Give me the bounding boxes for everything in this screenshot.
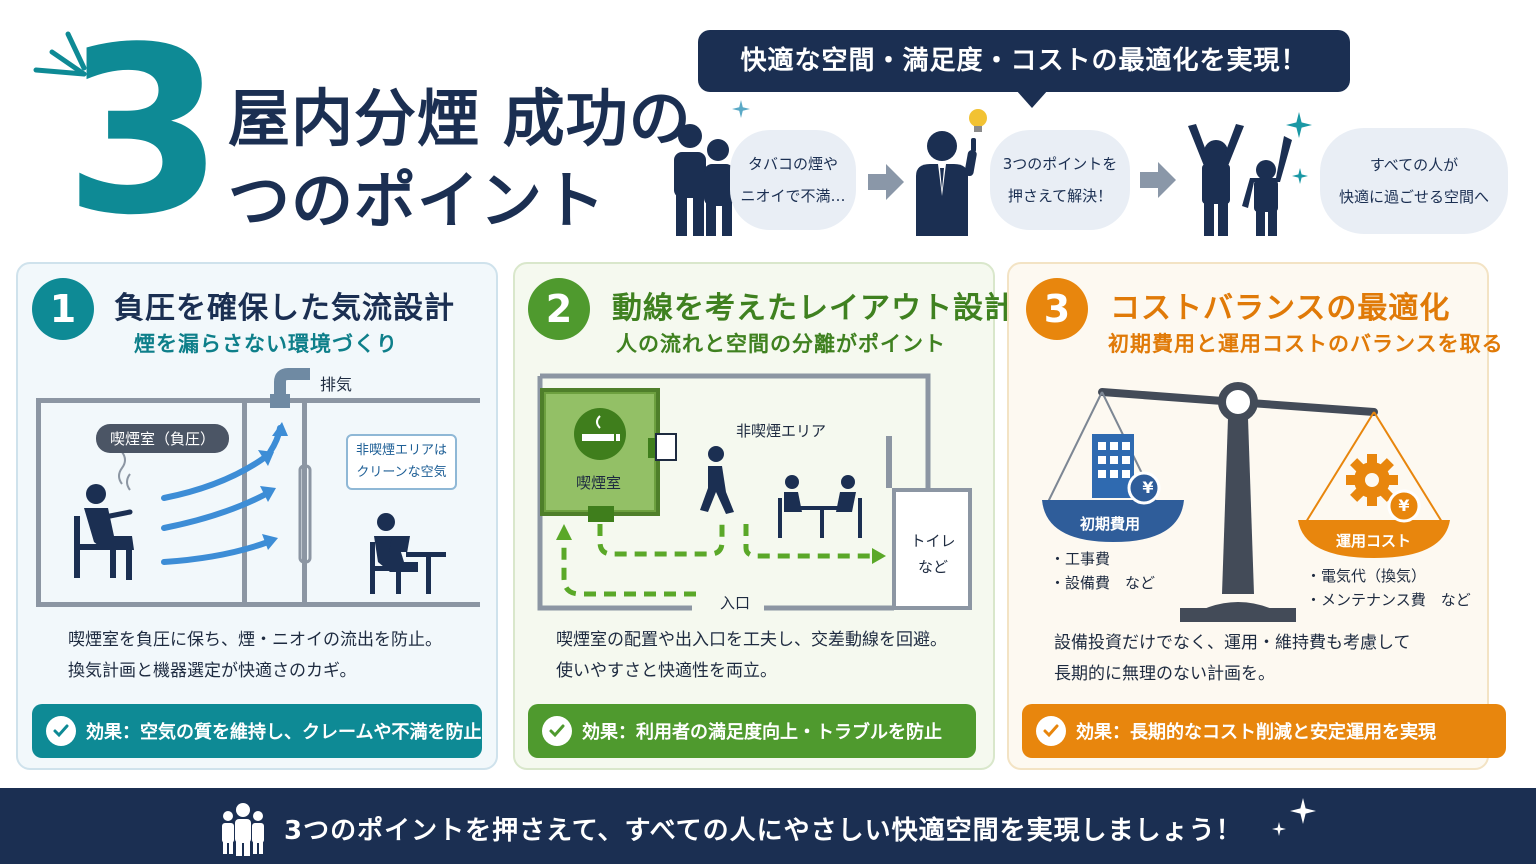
point-effect-3: 効果：長期的なコスト削減と安定運用を実現 <box>1022 704 1506 758</box>
check-icon <box>542 716 572 746</box>
point-effect-2: 効果：利用者の満足度向上・トラブルを防止 <box>528 704 976 758</box>
point-desc-3-line1: 設備投資だけでなく、運用・維持費も考慮して <box>1054 633 1411 653</box>
point-title-1: 負圧を確保した気流設計 <box>114 291 455 326</box>
toilet-label-line1: トイレ <box>910 532 956 550</box>
flow-step-problem: タバコの煙や ニオイで不満… <box>730 130 856 230</box>
point-desc-1-line2: 換気計画と機器選定が快適さのカギ。 <box>68 661 357 681</box>
point-effect-1-text: 効果：空気の質を維持し、クレームや不満を防止 <box>86 722 482 743</box>
clean-air-note-line1: 非喫煙エリアは <box>356 443 448 458</box>
flow-step-solution-line1: 3つのポイントを <box>1002 155 1118 173</box>
arrow-right-icon <box>868 164 904 200</box>
point-effect-1: 効果：空気の質を維持し、クレームや不満を防止 <box>32 704 482 758</box>
page-title-line1: 屋内分煙 成功の <box>228 82 692 155</box>
running-cost-item: ・メンテナンス費 など <box>1306 591 1471 609</box>
headline-bubble: 快適な空間・満足度・コストの最適化を実現！ <box>698 30 1350 92</box>
flow-step-result: すべての人が 快適に過ごせる空間へ <box>1320 128 1508 234</box>
point-subtitle-2: 人の流れと空間の分離がポイント <box>616 332 946 356</box>
smoking-room-negative-pressure-tag: 喫煙室（負圧） <box>96 424 230 453</box>
yen-icon: ¥ <box>1398 496 1410 515</box>
running-cost-label: 運用コスト <box>1336 532 1412 550</box>
flow-step-result-line1: すべての人が <box>1369 156 1459 174</box>
businessman-idea-icon <box>916 109 987 236</box>
point-desc-2-line1: 喫煙室の配置や出入口を工夫し、交差動線を回避。 <box>556 630 947 650</box>
group-people-icon <box>222 803 264 856</box>
point-desc-2-line2: 使いやすさと快適性を両立。 <box>556 661 777 681</box>
non-smoking-area-label: 非喫煙エリア <box>736 422 827 440</box>
point-desc-1: 喫煙室を負圧に保ち、煙・ニオイの流出を防止。 換気計画と機器選定が快適さのカギ。 <box>68 625 442 687</box>
point-number-1: 1 <box>32 278 94 340</box>
check-icon <box>1036 716 1066 746</box>
point-desc-3-line2: 長期的に無理のない計画を。 <box>1054 664 1275 684</box>
balance-scale-diagram <box>1042 382 1450 622</box>
sparkle-icon <box>1286 112 1312 138</box>
initial-cost-items: ・工事費 ・設備費 など <box>1050 547 1155 595</box>
point-effect-2-text: 効果：利用者の満足度向上・トラブルを防止 <box>582 722 942 743</box>
flow-step-solution: 3つのポイントを 押さえて解決！ <box>990 130 1130 230</box>
bubble-tail <box>1016 90 1048 108</box>
happy-people-icon <box>1188 124 1292 236</box>
yen-icon: ¥ <box>1142 478 1154 497</box>
toilet-label-line2: など <box>917 558 948 576</box>
flow-step-problem-line1: タバコの煙や <box>747 155 838 173</box>
running-cost-items: ・電気代（換気） ・メンテナンス費 など <box>1306 564 1471 612</box>
smoking-room-label: 喫煙室 <box>576 474 622 492</box>
check-icon <box>46 716 76 746</box>
footer-message: 3つのポイントを押さえて、すべての人にやさしい快適空間を実現しましょう！ <box>284 816 1243 846</box>
clean-air-note: 非喫煙エリアは クリーンな空気 <box>346 434 458 490</box>
two-people-icon <box>674 124 734 236</box>
initial-cost-item: ・設備費 など <box>1050 574 1156 592</box>
point-number-2: 2 <box>528 278 590 340</box>
entrance-label: 入口 <box>720 594 751 612</box>
initial-cost-label: 初期費用 <box>1080 515 1141 533</box>
sparkle-icon <box>1272 822 1286 836</box>
point-subtitle-1: 煙を漏らさない環境づくり <box>134 332 398 356</box>
sparkle-icon <box>732 100 750 118</box>
page-title-line2: つのポイント <box>228 164 607 237</box>
big-number-3: 3 <box>63 0 224 266</box>
point-desc-3: 設備投資だけでなく、運用・維持費も考慮して 長期的に無理のない計画を。 <box>1054 628 1411 690</box>
initial-cost-item: ・工事費 <box>1050 550 1111 568</box>
point-effect-3-text: 効果：長期的なコスト削減と安定運用を実現 <box>1076 722 1436 743</box>
point-desc-1-line1: 喫煙室を負圧に保ち、煙・ニオイの流出を防止。 <box>68 630 442 650</box>
running-cost-item: ・電気代（換気） <box>1306 567 1427 585</box>
toilet-label: トイレ など <box>908 528 958 580</box>
flow-step-problem-line2: ニオイで不満… <box>740 187 846 205</box>
exhaust-label: 排気 <box>320 375 353 394</box>
point-subtitle-3: 初期費用と運用コストのバランスを取る <box>1108 332 1504 356</box>
point-desc-2: 喫煙室の配置や出入口を工夫し、交差動線を回避。 使いやすさと快適性を両立。 <box>556 625 947 687</box>
flow-step-result-line2: 快適に過ごせる空間へ <box>1338 188 1489 206</box>
arrow-right-icon <box>1140 162 1176 198</box>
flow-step-solution-line2: 押さえて解決！ <box>1007 187 1113 205</box>
point-title-2: 動線を考えたレイアウト設計 <box>612 291 1015 326</box>
point-number-3: 3 <box>1026 278 1088 340</box>
sparkle-icon <box>1290 798 1316 824</box>
sparkle-icon <box>1292 168 1308 184</box>
point-title-3: コストバランスの最適化 <box>1110 291 1451 326</box>
sunburst-icon <box>33 31 87 77</box>
airflow-diagram <box>36 368 480 607</box>
clean-air-note-line2: クリーンな空気 <box>356 465 447 480</box>
layout-diagram <box>537 373 972 611</box>
